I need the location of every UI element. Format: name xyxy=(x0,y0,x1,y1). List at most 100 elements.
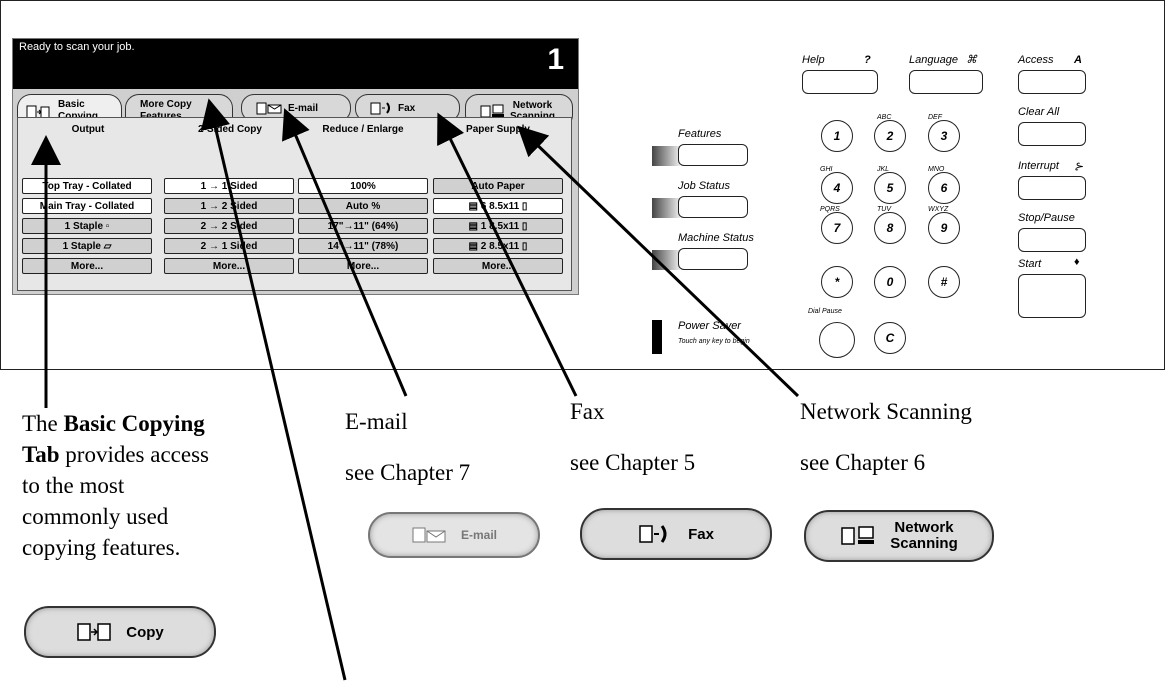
option-2-to-1-sided[interactable]: 2 → 1 Sided xyxy=(164,238,294,254)
option-auto-percent[interactable]: Auto % xyxy=(298,198,428,214)
interrupt-label: Interrupt xyxy=(1018,160,1059,172)
machine-status-label: Machine Status xyxy=(678,232,754,244)
job-status-label: Job Status xyxy=(678,180,730,192)
key-clear[interactable]: C xyxy=(874,322,906,354)
copy-count: 1 xyxy=(547,43,564,76)
start-label: Start xyxy=(1018,258,1042,270)
fax-button-sample[interactable]: Fax xyxy=(580,508,772,560)
language-button[interactable] xyxy=(909,70,983,94)
key-letters-abc: ABC xyxy=(877,114,892,121)
option-auto-paper[interactable]: Auto Paper xyxy=(433,178,563,194)
pill-label: E-mail xyxy=(288,102,319,114)
email-icon xyxy=(412,527,446,543)
network-scanning-caption: Network Scanning see Chapter 6 xyxy=(800,399,972,475)
reduce-enlarge-header: Reduce / Enlarge xyxy=(322,124,404,135)
start-button[interactable] xyxy=(1018,274,1086,318)
option-output-more[interactable]: More... xyxy=(22,258,152,274)
interrupt-symbol: ⊱ xyxy=(1074,161,1084,173)
stop-pause-label: Stop/Pause xyxy=(1018,212,1075,224)
clear-all-button[interactable] xyxy=(1018,122,1086,146)
language-symbol: ⌘ xyxy=(966,54,977,66)
option-top-tray-collated[interactable]: Top Tray - Collated xyxy=(22,178,152,194)
key-letters-def: DEF xyxy=(928,114,942,121)
machine-status-indicator xyxy=(652,250,680,270)
network-scanning-button-sample[interactable]: Network Scanning xyxy=(804,510,994,562)
key-letters-tuv: TUV xyxy=(877,206,891,213)
status-message: Ready to scan your job. xyxy=(19,41,135,53)
option-1-staple[interactable]: 1 Staple ▫ xyxy=(22,218,152,234)
option-64-percent[interactable]: 17"→11" (64%) xyxy=(298,218,428,234)
key-8[interactable]: 8 xyxy=(874,212,906,244)
copy-button-sample[interactable]: Copy xyxy=(24,606,216,658)
features-label: Features xyxy=(678,128,722,140)
arrow-fax xyxy=(437,112,578,397)
key-3[interactable]: 3 xyxy=(928,120,960,152)
key-hash[interactable]: # xyxy=(928,266,960,298)
key-1[interactable]: 1 xyxy=(821,120,853,152)
email-caption: E-mail see Chapter 7 xyxy=(345,409,471,485)
copy-icon xyxy=(77,623,111,641)
job-status-indicator xyxy=(652,198,680,218)
features-button[interactable] xyxy=(678,144,748,166)
pill-label: Fax xyxy=(398,102,416,114)
key-letters-wxyz: WXYZ xyxy=(928,206,949,213)
tab-label-line1: More Copy xyxy=(140,99,192,110)
interrupt-button[interactable] xyxy=(1018,176,1086,200)
features-indicator xyxy=(652,146,680,166)
arrow-more-copy-features xyxy=(200,98,347,681)
access-button[interactable] xyxy=(1018,70,1086,94)
key-7[interactable]: 7 xyxy=(821,212,853,244)
option-2-to-2-sided[interactable]: 2 → 2 Sided xyxy=(164,218,294,234)
language-label: Language xyxy=(909,54,958,66)
fax-button-label: Fax xyxy=(688,525,714,543)
dial-pause-button[interactable] xyxy=(819,322,855,358)
fax-icon xyxy=(370,102,390,115)
email-button-label: E-mail xyxy=(460,528,497,542)
key-0[interactable]: 0 xyxy=(874,266,906,298)
start-symbol: ♦ xyxy=(1074,256,1080,268)
pill-label-line2: Scanning xyxy=(510,111,555,122)
key-2[interactable]: 2 xyxy=(874,120,906,152)
power-saver-sublabel: Touch any key to begin xyxy=(678,338,750,345)
key-4[interactable]: 4 xyxy=(821,172,853,204)
network-button-label-line1: Network xyxy=(894,519,954,536)
option-tray-6[interactable]: ▤ 6 8.5x11 ▯ xyxy=(433,198,563,214)
option-1-staple-alt[interactable]: 1 Staple ▱ xyxy=(22,238,152,254)
option-reduce-more[interactable]: More... xyxy=(298,258,428,274)
key-9[interactable]: 9 xyxy=(928,212,960,244)
paper-supply-header: Paper Supply xyxy=(466,124,530,135)
key-letters-pqrs: PQRS xyxy=(820,206,840,213)
key-5[interactable]: 5 xyxy=(874,172,906,204)
status-bar: Ready to scan your job. 1 xyxy=(13,39,578,89)
network-scan-icon xyxy=(841,526,875,545)
key-letters-jkl: JKL xyxy=(877,166,890,173)
machine-status-button[interactable] xyxy=(678,248,748,270)
email-button-sample[interactable]: E-mail xyxy=(368,512,540,558)
key-star[interactable]: * xyxy=(821,266,853,298)
key-6[interactable]: 6 xyxy=(928,172,960,204)
fax-caption: Fax see Chapter 5 xyxy=(570,399,696,475)
stop-pause-button[interactable] xyxy=(1018,228,1086,252)
copy-button-label: Copy xyxy=(126,623,164,641)
option-paper-more[interactable]: More... xyxy=(433,258,563,274)
basic-copying-caption: The Basic Copying Tab provides access to… xyxy=(22,411,209,560)
email-icon xyxy=(256,102,282,115)
control-panel-frame xyxy=(0,0,1165,370)
clear-all-label: Clear All xyxy=(1018,106,1060,118)
output-header: Output xyxy=(71,124,105,135)
job-status-button[interactable] xyxy=(678,196,748,218)
power-saver-light xyxy=(652,320,662,354)
option-78-percent[interactable]: 14"→11" (78%) xyxy=(298,238,428,254)
key-letters-ghi: GHI xyxy=(820,166,833,173)
help-button[interactable] xyxy=(802,70,878,94)
help-label: Help xyxy=(802,54,825,66)
option-1-to-2-sided[interactable]: 1 → 2 Sided xyxy=(164,198,294,214)
option-two-sided-more[interactable]: More... xyxy=(164,258,294,274)
power-saver-label: Power Saver xyxy=(678,320,741,332)
help-symbol: ? xyxy=(864,54,871,66)
fax-icon xyxy=(639,525,667,543)
option-100-percent[interactable]: 100% xyxy=(298,178,428,194)
option-main-tray-collated[interactable]: Main Tray - Collated xyxy=(22,198,152,214)
access-label: Access xyxy=(1018,54,1054,66)
